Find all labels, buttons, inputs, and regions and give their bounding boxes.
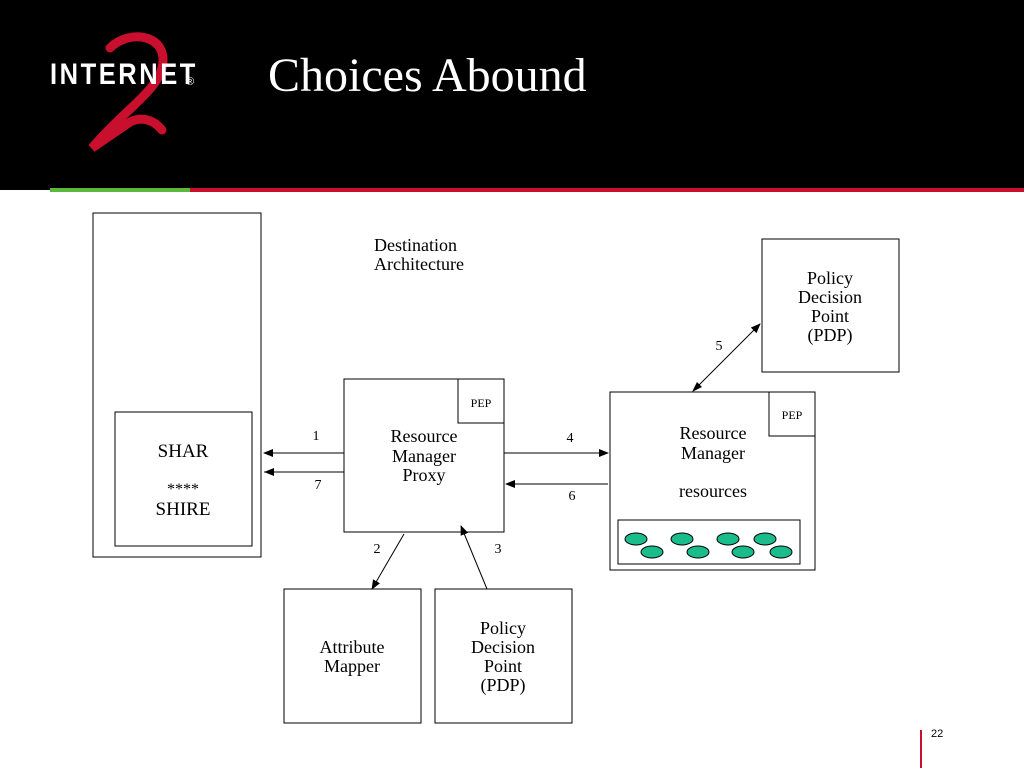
pdp-bottom-line2: Decision <box>471 637 535 657</box>
resource-dot <box>670 532 694 546</box>
resource-dot <box>640 545 664 559</box>
attribute-mapper-box <box>283 588 422 724</box>
shire-label: SHIRE <box>156 499 211 520</box>
arrow-step-5-tail-head <box>692 382 702 392</box>
arrow-step-2 <box>371 533 405 590</box>
resource-dot <box>716 532 740 546</box>
pdp-top-line4: (PDP) <box>807 325 852 346</box>
pdp-bottom-line3: Point <box>484 656 522 676</box>
rm-label-line1: Resource <box>680 423 747 443</box>
diagram-caption-line2: Architecture <box>374 254 464 274</box>
pdp-top-line3: Point <box>811 306 849 326</box>
pep-proxy-label: PEP <box>471 396 492 410</box>
resource-dot <box>753 532 777 546</box>
pdp-top-box <box>761 238 900 373</box>
resources-tray <box>617 519 801 565</box>
step-label-3: 3 <box>495 542 502 557</box>
pdp-bottom-box <box>434 588 573 724</box>
step-label-5: 5 <box>716 339 723 354</box>
resource-dot <box>731 545 755 559</box>
mapper-line1: Attribute <box>320 637 385 657</box>
rmp-label-line3: Proxy <box>402 465 445 485</box>
pep-rm-label: PEP <box>782 408 803 422</box>
resource-dot <box>686 545 710 559</box>
pep-rm-box <box>768 391 816 437</box>
rmp-label-line1: Resource <box>391 426 458 446</box>
step-label-6: 6 <box>569 489 576 504</box>
rmp-label-line2: Manager <box>392 446 456 466</box>
page-number-rule <box>920 730 922 768</box>
diagram-caption-line1: Destination <box>374 235 457 255</box>
rm-label-line2: Manager <box>681 443 745 463</box>
rm-resources-label: resources <box>679 481 747 501</box>
shar-label: SHAR <box>158 441 209 462</box>
stars-separator: **** <box>167 481 199 498</box>
step-label-1: 1 <box>313 429 320 444</box>
resource-manager-box <box>609 391 816 571</box>
slide-title: Choices Abound <box>268 49 587 102</box>
resource-manager-proxy-box <box>343 378 505 533</box>
step-label-4: 4 <box>567 431 574 446</box>
pdp-top-line2: Decision <box>798 287 862 307</box>
registered-mark: ® <box>186 76 195 88</box>
mapper-line2: Mapper <box>324 656 380 676</box>
shar-shire-box <box>114 411 253 547</box>
arrow-step-3 <box>460 525 488 590</box>
pdp-bottom-line1: Policy <box>480 618 526 638</box>
page-number: 22 <box>931 728 944 740</box>
resource-dots <box>624 532 793 559</box>
accent-stripe-green <box>50 188 190 192</box>
arrow-step-7-head <box>264 468 274 476</box>
logo-text: INTERNET <box>50 58 198 91</box>
accent-stripe-red <box>190 188 1024 192</box>
pdp-bottom-line4: (PDP) <box>480 675 525 696</box>
pep-proxy-box <box>457 378 505 424</box>
arrow-step-5 <box>693 323 761 391</box>
internet2-two-icon <box>88 32 168 152</box>
step-label-7: 7 <box>315 478 322 493</box>
resource-dot <box>769 545 793 559</box>
header-bar: INTERNET ® Choices Abound <box>0 0 1024 190</box>
pdp-top-line1: Policy <box>807 268 853 288</box>
origin-site-panel <box>92 212 262 558</box>
step-label-2: 2 <box>374 542 381 557</box>
resource-dot <box>624 532 648 546</box>
